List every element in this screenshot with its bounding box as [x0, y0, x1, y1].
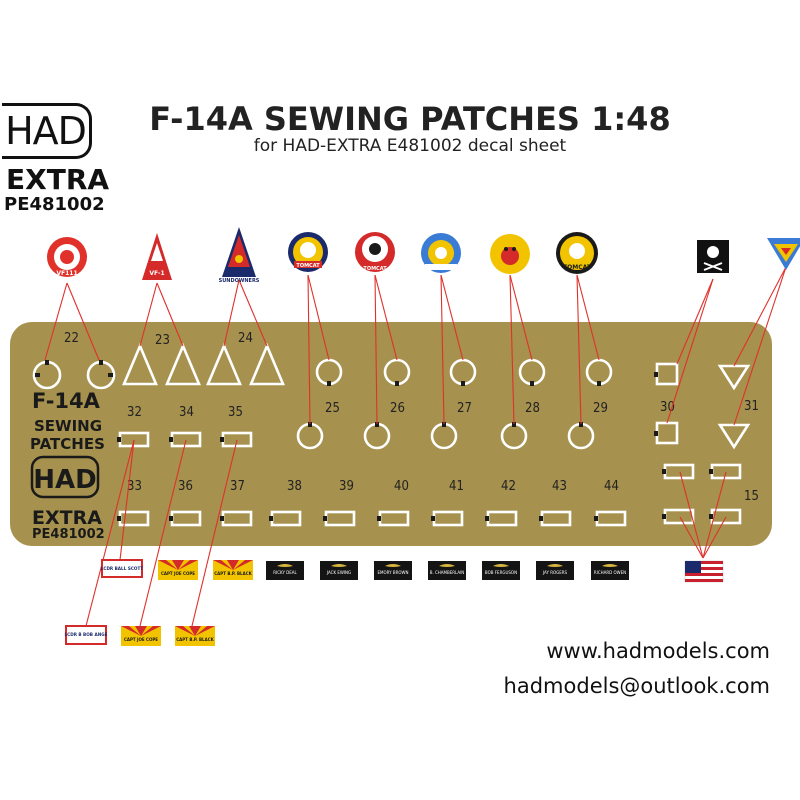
patch-label: TOMCAT [363, 266, 387, 272]
had-logo-text: HAD [5, 109, 87, 153]
patch-label: B. CHAMBERLAIN [430, 570, 465, 575]
part-number: 37 [230, 479, 245, 494]
part-number: 15 [744, 489, 759, 504]
patch-label: TOMCAT [563, 264, 592, 271]
part-number: 34 [179, 405, 194, 420]
part-number: 28 [525, 401, 540, 416]
patch-jolly-roger [697, 240, 729, 273]
fret-label-patches: PATCHES [30, 435, 105, 453]
page-title: F-14A SEWING PATCHES 1:48 [149, 100, 671, 138]
part-number: 32 [127, 405, 142, 420]
black-name-tag: RICKY DEAL [266, 561, 304, 580]
patch-vf84: TOMCAT [355, 232, 395, 272]
fret-label-sewing: SEWING [34, 417, 102, 435]
part-number: 38 [287, 479, 302, 494]
fret-extra: EXTRA [32, 507, 102, 529]
part-number: 35 [228, 405, 243, 420]
patch-label: CAPT JOE COPE [124, 637, 158, 642]
part-number: 31 [744, 399, 759, 414]
us-flag-patch [684, 560, 724, 583]
fret-code: PE481002 [32, 527, 105, 542]
patch-vf14: TOMCAT [288, 232, 328, 272]
had-logo: HAD [2, 103, 92, 159]
attachment-tabs [35, 360, 713, 521]
part-number: 43 [552, 479, 567, 494]
patch-name-tag: CAPT JOE COPE [121, 626, 161, 646]
part-number: 30 [660, 400, 675, 415]
patch-label: JAY ROGERS [542, 570, 568, 575]
cutout-triangle [165, 342, 201, 386]
part-number: 25 [325, 401, 340, 416]
patch-label: BOB FERGUSON [485, 570, 517, 575]
pe-fret [10, 322, 772, 546]
patch-label: TOMCAT [296, 263, 320, 269]
black-name-tag: JAY ROGERS [536, 561, 574, 580]
part-number: 41 [449, 479, 464, 494]
cutout-triangle [249, 342, 285, 386]
email: hadmodels@outlook.com [503, 674, 770, 698]
patch-name-tag: LCDR BALL SCOTT [101, 559, 144, 578]
cutout-triangle [122, 342, 158, 386]
patch-label: CAPT JOE COPE [161, 571, 195, 576]
part-number: 40 [394, 479, 409, 494]
part-number: 24 [238, 331, 253, 346]
patch-vf41 [490, 234, 530, 274]
black-name-tag: B. CHAMBERLAIN [428, 561, 466, 580]
part-number: 42 [501, 479, 516, 494]
patch-vf1: VF-1 [142, 233, 172, 280]
part-number: 33 [127, 479, 142, 494]
patch-label: JACK EWING [326, 570, 351, 575]
black-name-tag: RICHARD OWEN [591, 561, 629, 580]
patch-vf111: VF111 [47, 237, 87, 277]
patch-label: EMORY BROWN [378, 570, 409, 575]
part-number: 22 [64, 331, 79, 346]
patch-name-tag: CAPT JOE COPE [158, 560, 198, 580]
part-number: 29 [593, 401, 608, 416]
patch-label: CAPT B.P. BLACK [214, 571, 252, 576]
patch-name-tag: LCDR B BOB ANGE [65, 625, 108, 645]
part-number: 27 [457, 401, 472, 416]
fret-had-logo-text: HAD [33, 465, 96, 495]
patch-sundowners: SUNDOWNERS [219, 227, 260, 284]
website: www.hadmodels.com [546, 639, 770, 663]
leader-lines [44, 266, 787, 627]
page-subtitle: for HAD-EXTRA E481002 decal sheet [253, 136, 567, 156]
patch-triangle-down [767, 238, 800, 270]
part-number: 39 [339, 479, 354, 494]
svg-text:VF111: VF111 [56, 270, 77, 277]
patch-name-tag: CAPT B.P. BLACK [175, 626, 215, 646]
fret-label-f14a: F-14A [32, 389, 101, 413]
brand-code: PE481002 [4, 194, 105, 215]
part-number: 36 [178, 479, 193, 494]
part-numbers: 22 23 24 25 26 27 28 29 30 31 32 33 34 3… [64, 331, 759, 504]
black-name-tag: JACK EWING [320, 561, 358, 580]
part-number: 23 [155, 333, 170, 348]
patch-label: LCDR B BOB ANGE [65, 632, 108, 637]
part-number: 26 [390, 401, 405, 416]
part-number: 44 [604, 479, 619, 494]
patch-name-tag: CAPT B.P. BLACK [213, 560, 253, 580]
black-name-tag: BOB FERGUSON [482, 561, 520, 580]
patch-label: LCDR BALL SCOTT [101, 566, 144, 571]
patch-vf103: TOMCAT [556, 232, 598, 274]
patch-vf32 [421, 233, 461, 273]
patch-label: CAPT B.P. BLACK [176, 637, 214, 642]
fret-had-logo [30, 455, 100, 499]
black-name-tags: RICKY DEAL JACK EWING EMORY BROWN B. CHA… [266, 561, 629, 580]
patch-label: VF-1 [149, 270, 164, 277]
patch-label: RICKY DEAL [273, 570, 297, 575]
patch-label: SUNDOWNERS [219, 278, 260, 284]
brand-extra: EXTRA [6, 163, 110, 196]
cutout-triangle [206, 342, 242, 386]
black-name-tag: EMORY BROWN [374, 561, 412, 580]
patch-label: RICHARD OWEN [594, 570, 626, 575]
